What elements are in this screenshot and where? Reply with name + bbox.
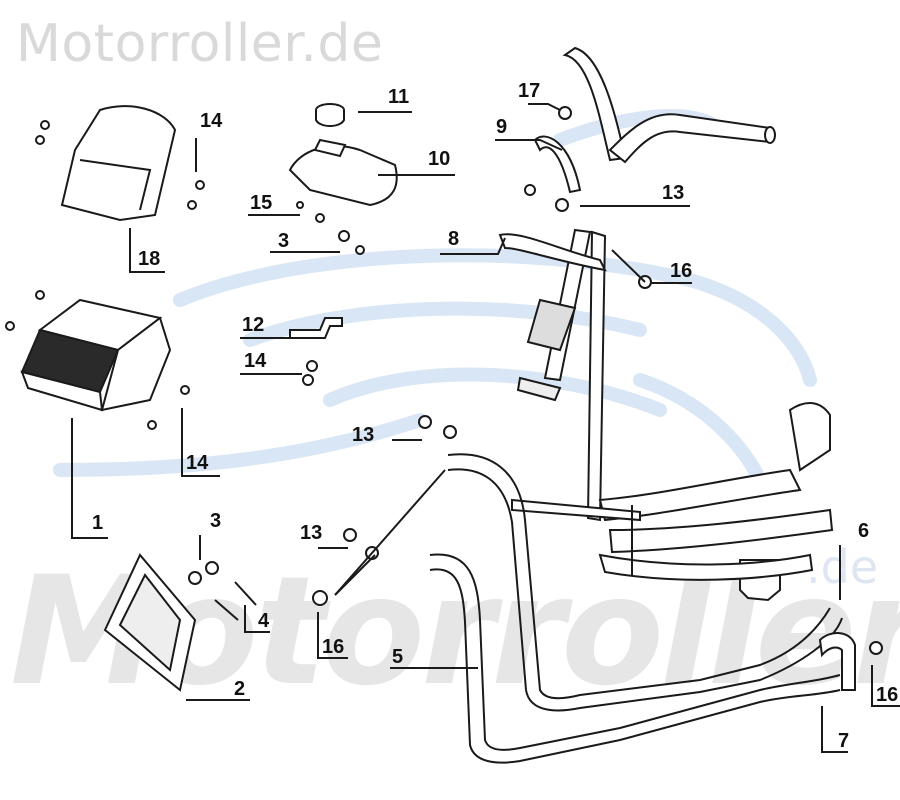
callout-16: 16 [670,260,693,282]
callout-11: 11 [388,86,410,108]
guard-plate [103,553,197,692]
callout-9: 9 [496,116,508,138]
callout-1: 1 [92,512,104,534]
callout-14: 14 [186,452,209,474]
callout-8: 8 [448,228,460,250]
callout-7: 7 [838,730,850,752]
callout-2: 2 [234,678,246,700]
radiator [20,298,172,412]
coolant-reservoir [288,138,398,207]
upper-hose-assembly [498,46,776,272]
callout-14: 14 [200,110,223,132]
coolant-hoses [429,453,856,764]
mounting-bracket [289,317,343,339]
radiator-cover [60,105,177,222]
small-hardware [5,106,883,655]
callout-10: 10 [428,148,451,170]
watermark-swoosh-logo [53,109,817,487]
leader-lines [71,103,900,753]
callout-13: 13 [300,522,323,544]
callout-3: 3 [278,230,290,252]
callout-3: 3 [210,510,222,532]
callout-18: 18 [138,248,161,270]
callout-16: 16 [876,684,899,706]
callout-14: 14 [244,350,267,372]
scooter-frame [511,228,834,602]
callout-5: 5 [392,646,404,668]
callout-6: 6 [858,520,870,542]
callout-15: 15 [250,192,273,214]
callout-13: 13 [662,182,685,204]
callout-13: 13 [352,424,375,446]
watermark-domain-suffix: .de [806,540,879,594]
callout-17: 17 [518,80,541,102]
watermark-top: Motorroller.de [16,14,384,74]
callout-4: 4 [258,610,270,632]
callout-16: 16 [322,636,345,658]
reservoir-cap [315,103,345,127]
callout-12: 12 [242,314,265,336]
